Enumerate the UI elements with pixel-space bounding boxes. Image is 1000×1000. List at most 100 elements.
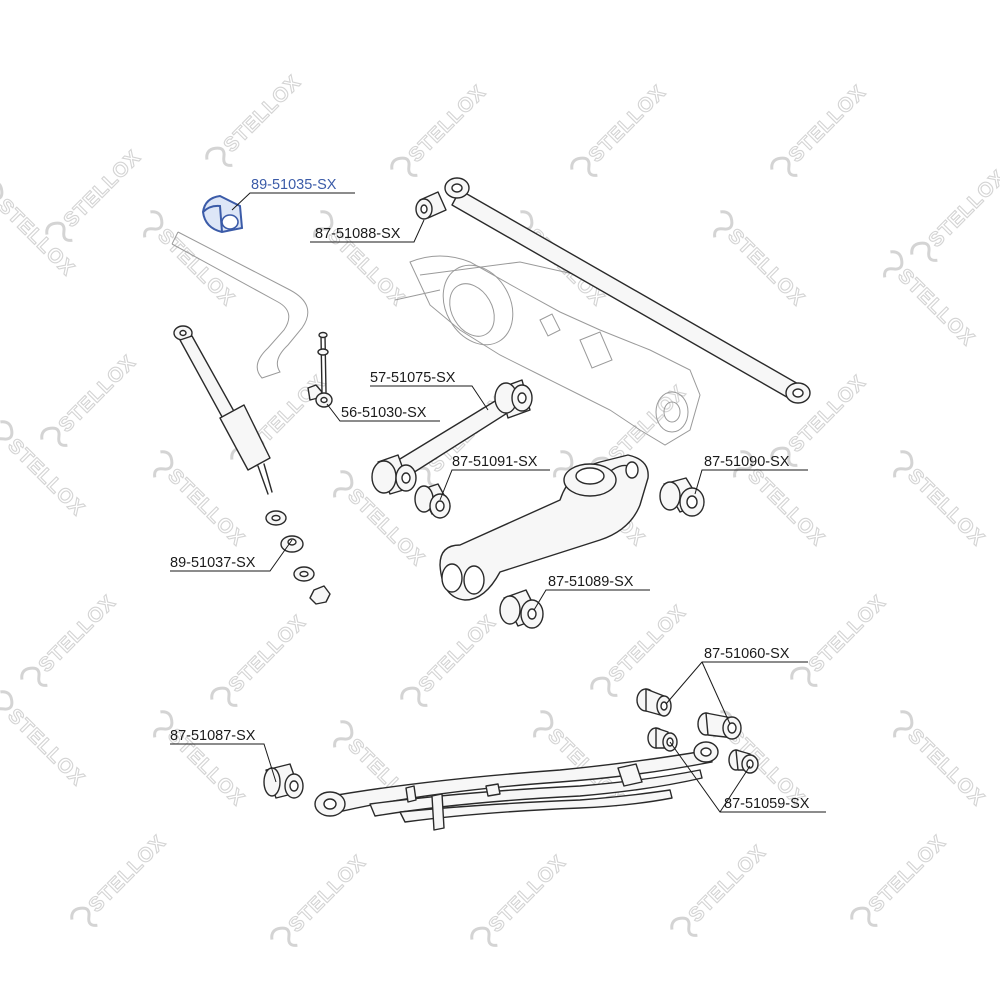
watermark-logo: STELLOX [70,830,171,927]
bushing-87-51090[interactable] [659,477,705,517]
watermark-text: STELLOX [605,601,691,687]
watermark-emblem-icon [333,720,354,748]
bushing-87-51087[interactable] [263,763,304,799]
watermark-emblem-icon [143,210,164,238]
watermark-emblem-icon [713,210,734,238]
watermark-logo: STELLOX [153,450,250,551]
watermark-emblem-icon [270,926,298,947]
watermark-logo: STELLOX [893,710,990,811]
label-87-51087[interactable]: 87-51087-SX [170,728,256,744]
bushing-87-51089[interactable] [499,589,544,629]
lateral-rod [444,177,811,404]
watermark-text: STELLOX [743,465,829,551]
watermark-text: STELLOX [85,831,171,917]
watermark-logo: STELLOX [313,210,410,311]
watermark-text: STELLOX [685,841,771,927]
label-56-51030[interactable]: 56-51030-SX [341,405,427,421]
leader-lines [170,192,826,813]
watermark-text: STELLOX [153,225,239,311]
watermark-emblem-icon [0,180,4,208]
stabilizer-bushing-89-51035[interactable] [201,194,244,234]
upper-control-arm-57-51075[interactable] [371,379,533,495]
watermark-text: STELLOX [485,851,571,937]
watermark-emblem-icon [45,221,73,242]
watermark-text: STELLOX [405,81,491,167]
label-87-51090[interactable]: 87-51090-SX [704,454,790,470]
watermark-emblem-icon [883,250,904,278]
watermark-logo: STELLOX [590,600,691,697]
watermark-emblem-icon [893,450,914,478]
watermark-logo: STELLOX [883,250,980,351]
stabilizer-bar [171,231,309,379]
watermark-logo: STELLOX [570,80,671,177]
watermark-text: STELLOX [225,611,311,697]
watermark-logo: STELLOX [0,420,90,521]
watermark-text: STELLOX [415,611,501,697]
watermark-logo: STELLOX [205,70,306,167]
watermark-text: STELLOX [35,591,121,677]
watermark-emblem-icon [0,420,14,448]
leaf-spring [314,741,719,831]
watermark-emblem-icon [0,690,14,718]
watermark-logo: STELLOX [153,710,250,811]
label-89-51037[interactable]: 89-51037-SX [170,555,256,571]
watermark-logo: STELLOX [0,690,90,791]
stabilizer-link-56-51030[interactable] [307,331,333,408]
watermark-emblem-icon [590,676,618,697]
watermark-logo: STELLOX [45,145,146,242]
lower-control-arm [439,454,649,601]
watermark-text: STELLOX [55,351,141,437]
watermark-text: STELLOX [3,705,89,791]
bushings-87-51060[interactable] [636,688,742,740]
watermark-logo: STELLOX [770,80,871,177]
watermark-logo: STELLOX [40,350,141,447]
watermark-text: STELLOX [220,71,306,157]
watermark-text: STELLOX [903,725,989,811]
watermark-logo: STELLOX [670,840,771,937]
watermark-text: STELLOX [285,851,371,937]
label-57-51075[interactable]: 57-51075-SX [370,370,456,386]
watermark-emblem-icon [910,241,938,262]
watermark-text: STELLOX [785,81,871,167]
watermark-text: STELLOX [605,381,691,467]
watermark-emblem-icon [205,146,233,167]
shock-mount-kit-89-51037[interactable] [265,510,331,605]
watermark-text: STELLOX [805,591,891,677]
watermark-emblem-icon [40,426,68,447]
bushing-87-51091[interactable] [414,483,451,519]
watermark-logo: STELLOX [470,850,571,947]
label-87-51091[interactable]: 87-51091-SX [452,454,538,470]
watermark-logo: STELLOX [893,450,990,551]
label-89-51035[interactable]: 89-51035-SX [251,177,337,193]
watermark-logo: STELLOX [790,590,891,687]
watermark-emblem-icon [210,686,238,707]
watermark-logo: STELLOX [270,850,371,947]
watermark-emblem-icon [333,470,354,498]
watermark-text: STELLOX [723,225,809,311]
label-87-51088[interactable]: 87-51088-SX [315,226,401,242]
axle-housing [394,255,701,446]
watermark-logo: STELLOX [400,610,501,707]
watermark-emblem-icon [470,926,498,947]
watermark-emblem-icon [570,156,598,177]
watermark-emblem-icon [850,906,878,927]
watermark-emblem-icon [893,710,914,738]
watermark-emblem-icon [20,666,48,687]
watermark-text: STELLOX [925,166,1000,252]
shock-absorber [173,325,273,495]
watermark-logo: STELLOX [390,80,491,177]
label-87-51059[interactable]: 87-51059-SX [724,796,810,812]
watermark-text: STELLOX [163,465,249,551]
label-87-51060[interactable]: 87-51060-SX [704,646,790,662]
watermark-logo: STELLOX [210,610,311,707]
watermark-emblem-icon [770,446,798,467]
bushing-87-51088[interactable] [415,191,447,220]
watermark-text: STELLOX [585,81,671,167]
watermark-emblem-icon [153,450,174,478]
label-87-51089[interactable]: 87-51089-SX [548,574,634,590]
watermark-logo: STELLOX [910,165,1000,262]
watermark-logo: STELLOX [20,590,121,687]
watermark-emblem-icon [153,710,174,738]
